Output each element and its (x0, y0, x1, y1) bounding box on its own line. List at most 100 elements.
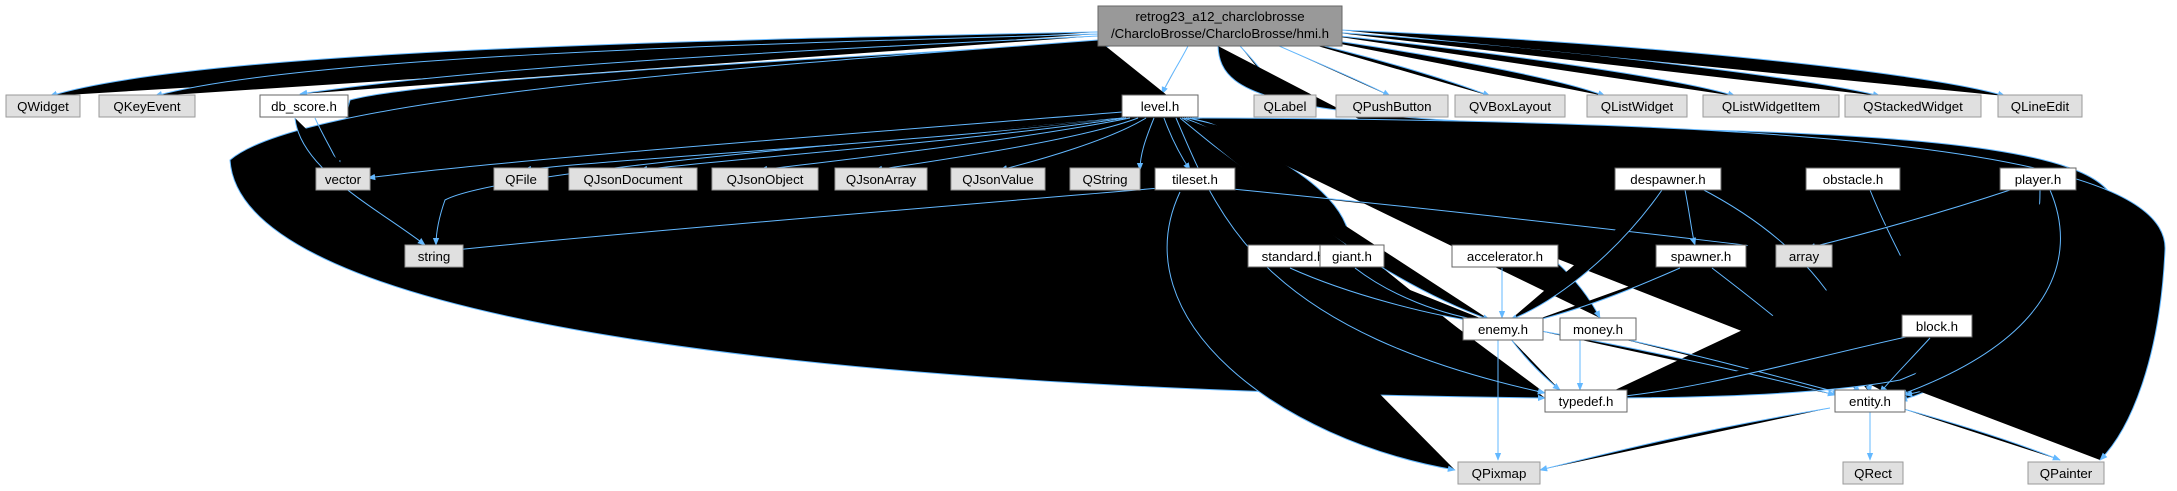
node-despawner-label: despawner.h (1630, 172, 1705, 187)
node-hmi-label-line2: /CharcloBrosse/CharcloBrosse/hmi.h (1111, 26, 1329, 41)
node-qjsonvalue-label: QJsonValue (962, 172, 1033, 187)
node-qvboxlayout-label: QVBoxLayout (1469, 99, 1551, 114)
node-qkeyevent-label: QKeyEvent (113, 99, 181, 114)
edge-block-entity (1879, 337, 1931, 394)
node-qlineedit[interactable]: QLineEdit (1997, 94, 2083, 118)
node-array-label: array (1789, 249, 1820, 264)
node-standard-h[interactable]: standard.h (1247, 244, 1339, 268)
node-giant-h[interactable]: giant.h (1319, 244, 1385, 268)
node-obstacle-h[interactable]: obstacle.h (1805, 167, 1901, 191)
edge-level-qstring (1136, 117, 1155, 171)
node-qjsonvalue[interactable]: QJsonValue (950, 167, 1046, 191)
node-qstackedwidget-label: QStackedWidget (1863, 99, 1963, 114)
node-qlistwidget-label: QListWidget (1601, 99, 1674, 114)
node-vector-label: vector (325, 172, 362, 187)
node-qpixmap-label: QPixmap (1472, 466, 1527, 481)
edge-despawner-enemy (1509, 189, 1663, 321)
node-accelerator-label: accelerator.h (1467, 249, 1543, 264)
node-enemy-label: enemy.h (1478, 322, 1528, 337)
node-tileset-label: tileset.h (1172, 172, 1218, 187)
node-hmi-label-line1: retrog23_a12_charclobrosse (1135, 9, 1304, 24)
edge-tileset-array (1221, 187, 1771, 251)
node-string-label: string (418, 249, 451, 264)
edge-despawner-spawner (1684, 189, 1696, 246)
edge-hmi-qlistwidgetitem (1319, 33, 1736, 97)
node-qrect-label: QRect (1854, 466, 1892, 481)
node-enemy-h[interactable]: enemy.h (1462, 317, 1544, 341)
edge-entity-qpixmap (1539, 407, 1831, 472)
edge-level-tileset (1163, 117, 1191, 171)
node-qstackedwidget[interactable]: QStackedWidget (1844, 94, 1982, 118)
edge-hmi-qlistwidget (1299, 35, 1606, 97)
node-spawner-label: spawner.h (1671, 249, 1732, 264)
node-string[interactable]: string (404, 244, 464, 268)
edge-hmi-qlineedit (1339, 29, 2006, 97)
node-qpushbutton[interactable]: QPushButton (1335, 94, 1449, 118)
node-qjsonarray[interactable]: QJsonArray (834, 167, 928, 191)
node-qlabel-label: QLabel (1264, 99, 1307, 114)
edge-level-qjsonarray (874, 117, 1139, 173)
node-qjsondocument-label: QJsonDocument (583, 172, 682, 187)
node-db-score-label: db_score.h (271, 99, 337, 114)
edge-money-entity (1609, 335, 1841, 395)
node-spawner-h[interactable]: spawner.h (1655, 244, 1747, 268)
node-qvboxlayout[interactable]: QVBoxLayout (1454, 94, 1566, 118)
node-despawner-h[interactable]: despawner.h (1614, 167, 1722, 191)
edge-enemy-typedef (1509, 337, 1561, 391)
node-qlabel[interactable]: QLabel (1253, 94, 1317, 118)
edge-spawner-enemy (1529, 267, 1681, 324)
node-db-score-h[interactable]: db_score.h (259, 94, 349, 118)
edge-level-qjsonvalue (999, 117, 1147, 172)
node-typedef-label: typedef.h (1559, 394, 1614, 409)
node-qjsonarray-label: QJsonArray (846, 172, 917, 187)
node-qpainter-label: QPainter (2040, 466, 2093, 481)
node-qfile-label: QFile (505, 172, 537, 187)
node-accelerator-h[interactable]: accelerator.h (1451, 244, 1559, 268)
node-giant-label: giant.h (1332, 249, 1372, 264)
node-qjsonobject-label: QJsonObject (727, 172, 804, 187)
edge-entity-qpainter (1899, 407, 2061, 461)
node-qstring-label: QString (1082, 172, 1127, 187)
node-block-label: block.h (1916, 319, 1958, 334)
node-array[interactable]: array (1775, 244, 1833, 268)
node-player-h[interactable]: player.h (1999, 167, 2077, 191)
edge-hmi-db-score (299, 35, 1099, 97)
edge-level-vector (367, 111, 1123, 181)
edge-hmi-level (1161, 45, 1189, 95)
node-qwidget-label: QWidget (17, 99, 69, 114)
edge-player-entity (1899, 189, 2061, 396)
node-entity-label: entity.h (1849, 394, 1891, 409)
node-qlistwidget[interactable]: QListWidget (1586, 94, 1688, 118)
edge-hmi-qpushbutton (1269, 41, 1391, 97)
node-qlistwidgetitem[interactable]: QListWidgetItem (1702, 94, 1840, 118)
edge-hmi-qstackedwidget (1329, 31, 1881, 98)
node-typedef-h[interactable]: typedef.h (1544, 389, 1628, 413)
node-hmi-h[interactable]: retrog23_a12_charclobrosse /CharcloBross… (1097, 5, 1343, 47)
edge-level-qjsondocument (639, 117, 1127, 173)
node-money-h[interactable]: money.h (1559, 317, 1637, 341)
node-level-h[interactable]: level.h (1121, 94, 1199, 118)
node-qfile[interactable]: QFile (493, 167, 549, 191)
node-qpixmap[interactable]: QPixmap (1457, 461, 1541, 485)
node-qjsonobject[interactable]: QJsonObject (711, 167, 819, 191)
edge-tileset-string (454, 187, 1161, 253)
node-entity-h[interactable]: entity.h (1834, 389, 1906, 413)
node-qlistwidgetitem-label: QListWidgetItem (1722, 99, 1820, 114)
node-qstring[interactable]: QString (1069, 167, 1141, 191)
node-qkeyevent[interactable]: QKeyEvent (98, 94, 196, 118)
node-block-h[interactable]: block.h (1901, 314, 1973, 338)
node-qrect[interactable]: QRect (1842, 461, 1904, 485)
node-money-label: money.h (1573, 322, 1623, 337)
node-vector[interactable]: vector (315, 167, 371, 191)
node-level-label: level.h (1141, 99, 1179, 114)
node-qjsondocument[interactable]: QJsonDocument (568, 167, 698, 191)
node-standard-label: standard.h (1262, 249, 1325, 264)
node-qwidget[interactable]: QWidget (5, 94, 81, 118)
node-qpainter[interactable]: QPainter (2027, 461, 2105, 485)
node-tileset-h[interactable]: tileset.h (1154, 167, 1236, 191)
edge-block-typedef (1604, 334, 1916, 401)
edge-level-qjsonobject (759, 117, 1131, 173)
node-obstacle-label: obstacle.h (1823, 172, 1884, 187)
edge-tileset-qpixmap (1166, 191, 1456, 472)
